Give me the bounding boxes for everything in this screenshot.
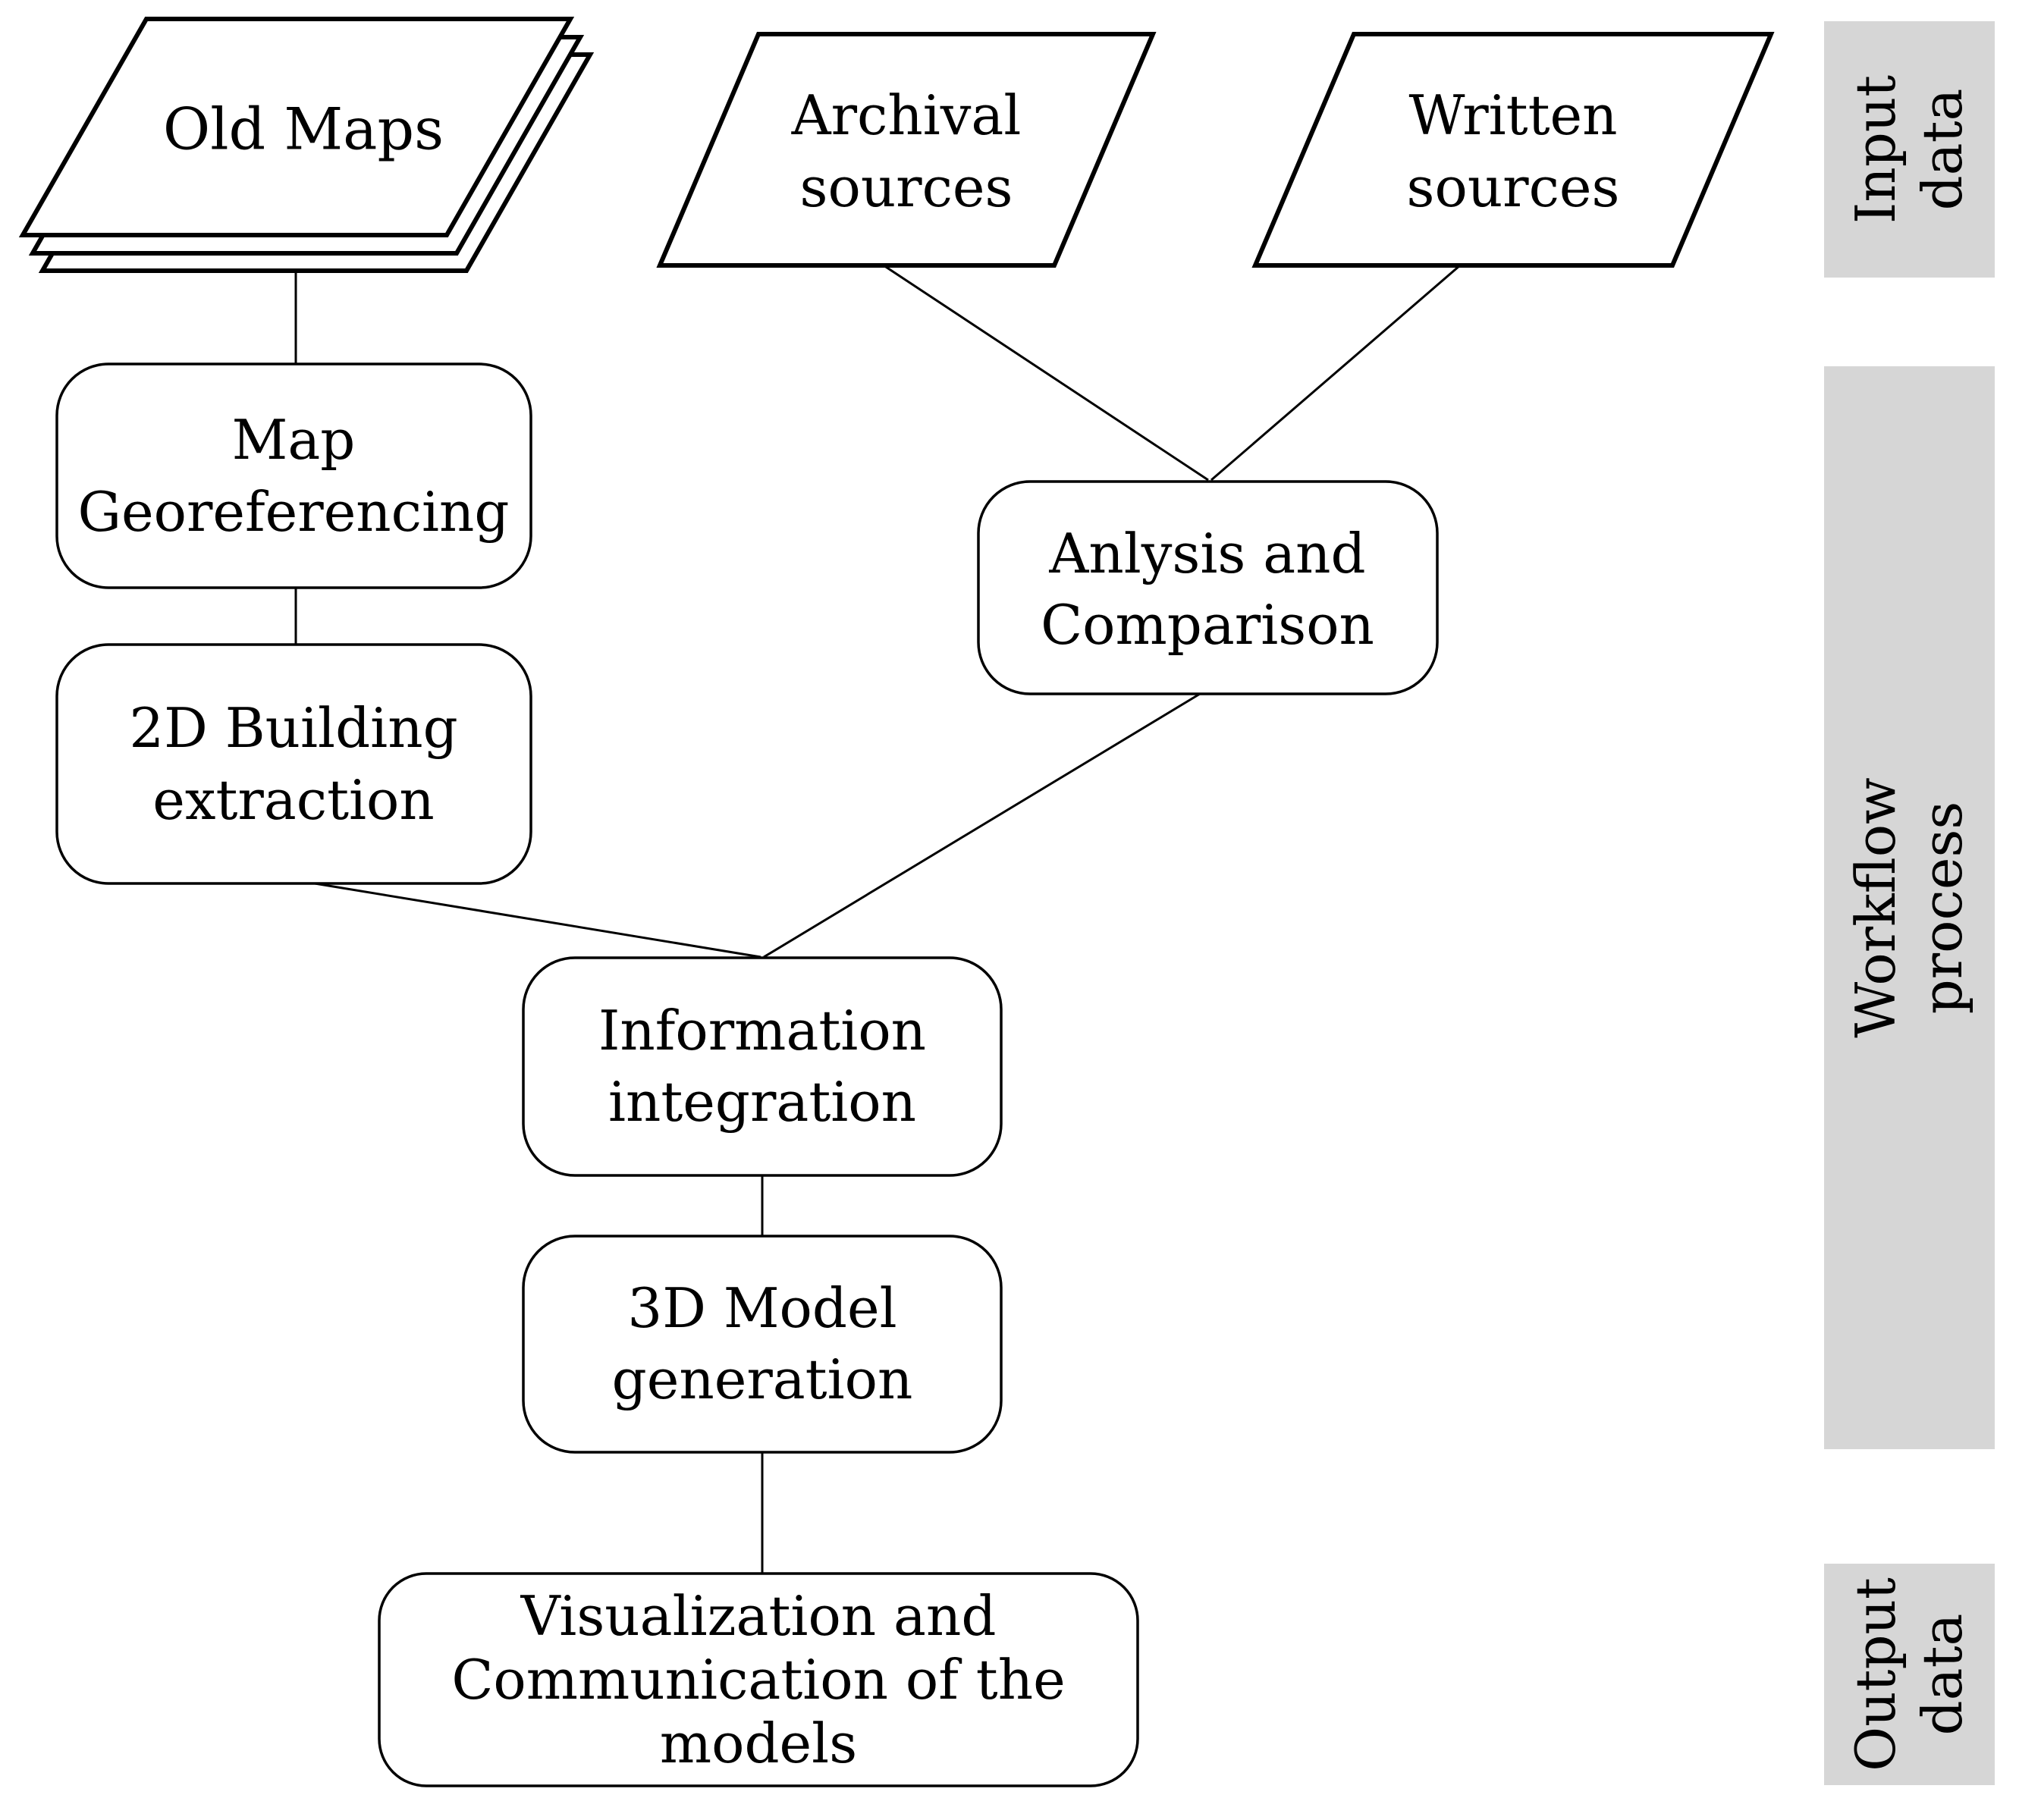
- visualization-node: Visualization and Communication of the m…: [378, 1572, 1139, 1787]
- old-maps-node: Old Maps: [18, 17, 595, 273]
- building-extraction-node: 2D Building extraction: [55, 643, 532, 885]
- sidebar-workflow-process: Workflow process: [1824, 366, 1995, 1449]
- map-georeferencing-label-line1: Map: [232, 408, 356, 472]
- connector-archival-to-analysis: [883, 264, 1209, 482]
- information-integration-label-line1: Information: [598, 999, 926, 1062]
- sidebar-workflow-process-label-line2: process: [1911, 802, 1974, 1015]
- sidebar-workflow-process-label-line1: Workflow: [1844, 777, 1908, 1038]
- connectors: [294, 264, 1461, 1574]
- building-extraction-shape: [55, 643, 532, 885]
- sidebar-input-data-band: [1824, 21, 1995, 278]
- analysis-comparison-node: Anlysis and Comparison: [977, 480, 1439, 695]
- map-georeferencing-shape: [55, 362, 532, 589]
- sidebar-output-data-label-line2: data: [1911, 1614, 1974, 1736]
- sidebar-input-data: Input data: [1824, 21, 1995, 278]
- connector-extraction-to-integration: [314, 882, 761, 959]
- building-extraction-label-line2: extraction: [152, 768, 435, 832]
- written-sources-node: Written sources: [1251, 32, 1775, 268]
- written-sources-shape: [1251, 32, 1775, 268]
- map-georeferencing-node: Map Georeferencing: [55, 362, 532, 589]
- building-extraction-label-line1: 2D Building: [129, 696, 457, 760]
- analysis-comparison-label-line2: Comparison: [1041, 593, 1374, 657]
- sidebar-input-data-label-line2: data: [1911, 89, 1974, 211]
- visualization-label-line1: Visualization and: [520, 1584, 997, 1648]
- old-maps-sheet-front: [18, 17, 575, 237]
- model-generation-label-line2: generation: [612, 1348, 913, 1411]
- visualization-label-line2: Communication of the: [451, 1648, 1065, 1712]
- map-georeferencing-label-line2: Georeferencing: [78, 480, 510, 544]
- connector-written-to-analysis: [1210, 264, 1461, 482]
- sidebar-input-data-label-line1: Input: [1844, 75, 1908, 224]
- sidebar-output-data-band: [1824, 1564, 1995, 1785]
- information-integration-label-line2: integration: [608, 1070, 916, 1134]
- sidebar-output-data: Output data: [1824, 1564, 1995, 1785]
- model-generation-shape: [522, 1235, 1003, 1454]
- sidebar-workflow-process-band: [1824, 366, 1995, 1449]
- archival-sources-shape: [656, 32, 1157, 268]
- old-maps-label: Old Maps: [163, 96, 444, 163]
- information-integration-node: Information integration: [522, 956, 1003, 1177]
- visualization-label-line3: models: [660, 1712, 857, 1775]
- visualization-shape: [378, 1572, 1139, 1787]
- analysis-comparison-label-line1: Anlysis and: [1048, 522, 1365, 585]
- model-generation-label-line1: 3D Model: [627, 1276, 896, 1340]
- archival-sources-node: Archival sources: [656, 32, 1157, 268]
- model-generation-node: 3D Model generation: [522, 1235, 1003, 1454]
- information-integration-shape: [522, 956, 1003, 1177]
- archival-sources-label-line1: Archival: [791, 83, 1022, 147]
- written-sources-label-line2: sources: [1407, 155, 1620, 219]
- archival-sources-label-line2: sources: [800, 155, 1013, 219]
- analysis-comparison-shape: [977, 480, 1439, 695]
- sidebar-output-data-label-line1: Output: [1844, 1577, 1908, 1771]
- written-sources-label-line1: Written: [1408, 83, 1617, 147]
- connector-analysis-to-integration: [763, 692, 1201, 959]
